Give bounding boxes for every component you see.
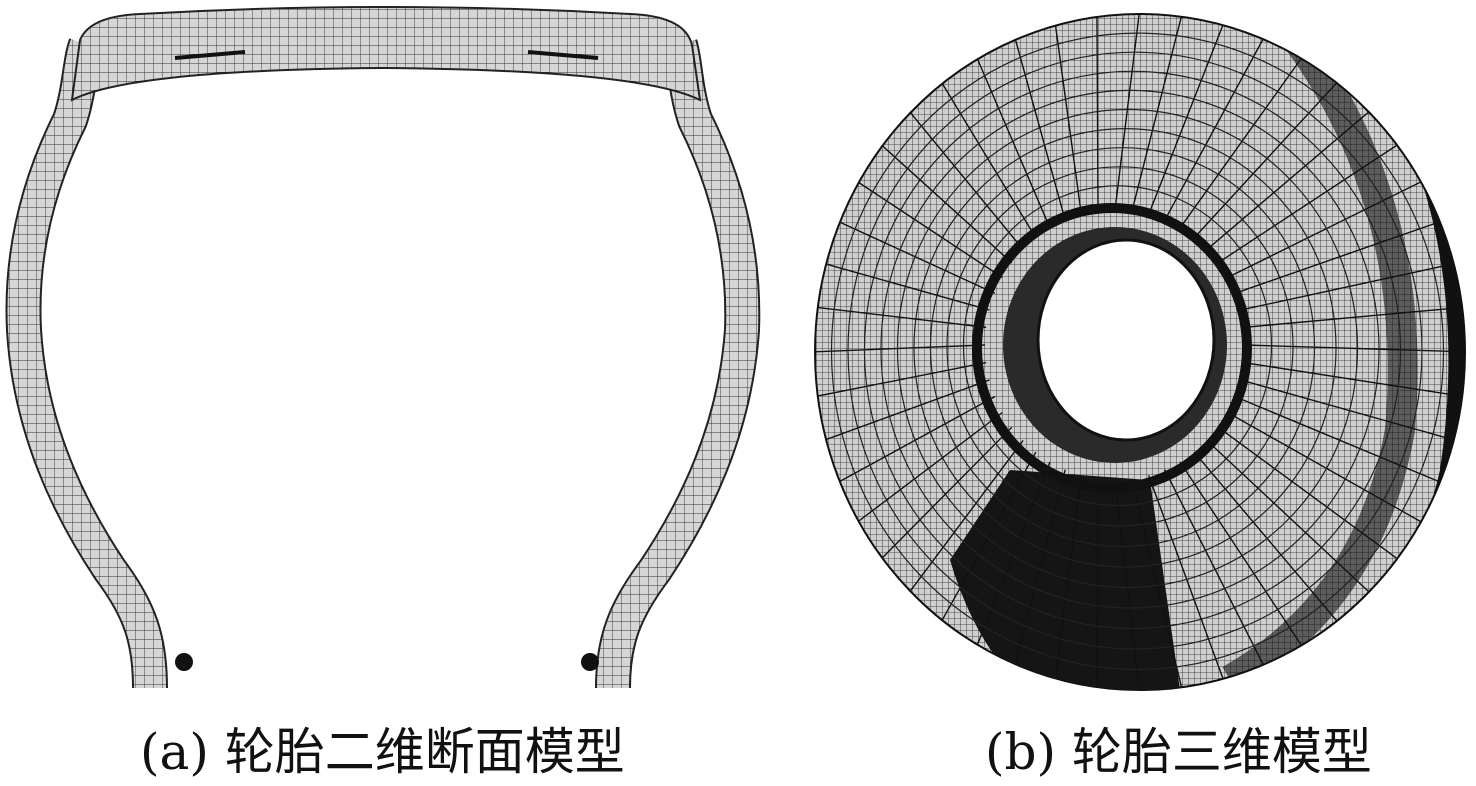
mesh-ring-line bbox=[830, 32, 1445, 671]
mesh-radial-line bbox=[974, 52, 1051, 229]
mesh-radial-line bbox=[1114, 479, 1141, 690]
mesh-radial-line bbox=[1164, 32, 1267, 221]
mesh-ring-line bbox=[913, 127, 1337, 568]
mesh-ring-line bbox=[880, 89, 1380, 609]
mesh-radial-line bbox=[1013, 469, 1066, 671]
mesh-ring-line bbox=[962, 185, 1273, 507]
mesh-radial-line bbox=[1114, 14, 1141, 211]
mesh-radial-line bbox=[1179, 461, 1306, 652]
mesh-radial-line bbox=[1131, 478, 1184, 690]
tire-model-3d bbox=[814, 13, 1466, 691]
mesh-radial-line bbox=[1179, 52, 1306, 229]
mesh-radial-line bbox=[1053, 475, 1083, 686]
mesh-ring-line bbox=[946, 166, 1294, 527]
caption-a: (a) 轮胎二维断面模型 bbox=[140, 723, 625, 781]
mesh-ring-line bbox=[929, 147, 1316, 548]
mesh-radial-line bbox=[1147, 475, 1227, 686]
belt-left bbox=[174, 50, 246, 60]
mesh-radial-line bbox=[1164, 469, 1267, 672]
bead-right bbox=[581, 653, 599, 671]
mesh-ring-line bbox=[863, 70, 1402, 630]
mesh-radial-line bbox=[974, 461, 1051, 652]
bead-left bbox=[175, 653, 193, 671]
tire-cross-section-2d bbox=[5, 6, 761, 689]
mesh-radial-line bbox=[1096, 14, 1099, 212]
mesh-radial-line bbox=[1147, 18, 1227, 215]
belt-right bbox=[527, 50, 599, 60]
tire-hole bbox=[1036, 238, 1216, 442]
mesh-radial-line bbox=[1013, 33, 1066, 221]
mesh-ring-line bbox=[847, 51, 1423, 650]
mesh-radial-line bbox=[1096, 478, 1099, 690]
mesh-ring-line bbox=[896, 108, 1359, 589]
caption-b: (b) 轮胎三维模型 bbox=[985, 723, 1372, 781]
mesh-radial-line bbox=[1053, 18, 1083, 215]
mesh-radial-line bbox=[1131, 14, 1184, 212]
